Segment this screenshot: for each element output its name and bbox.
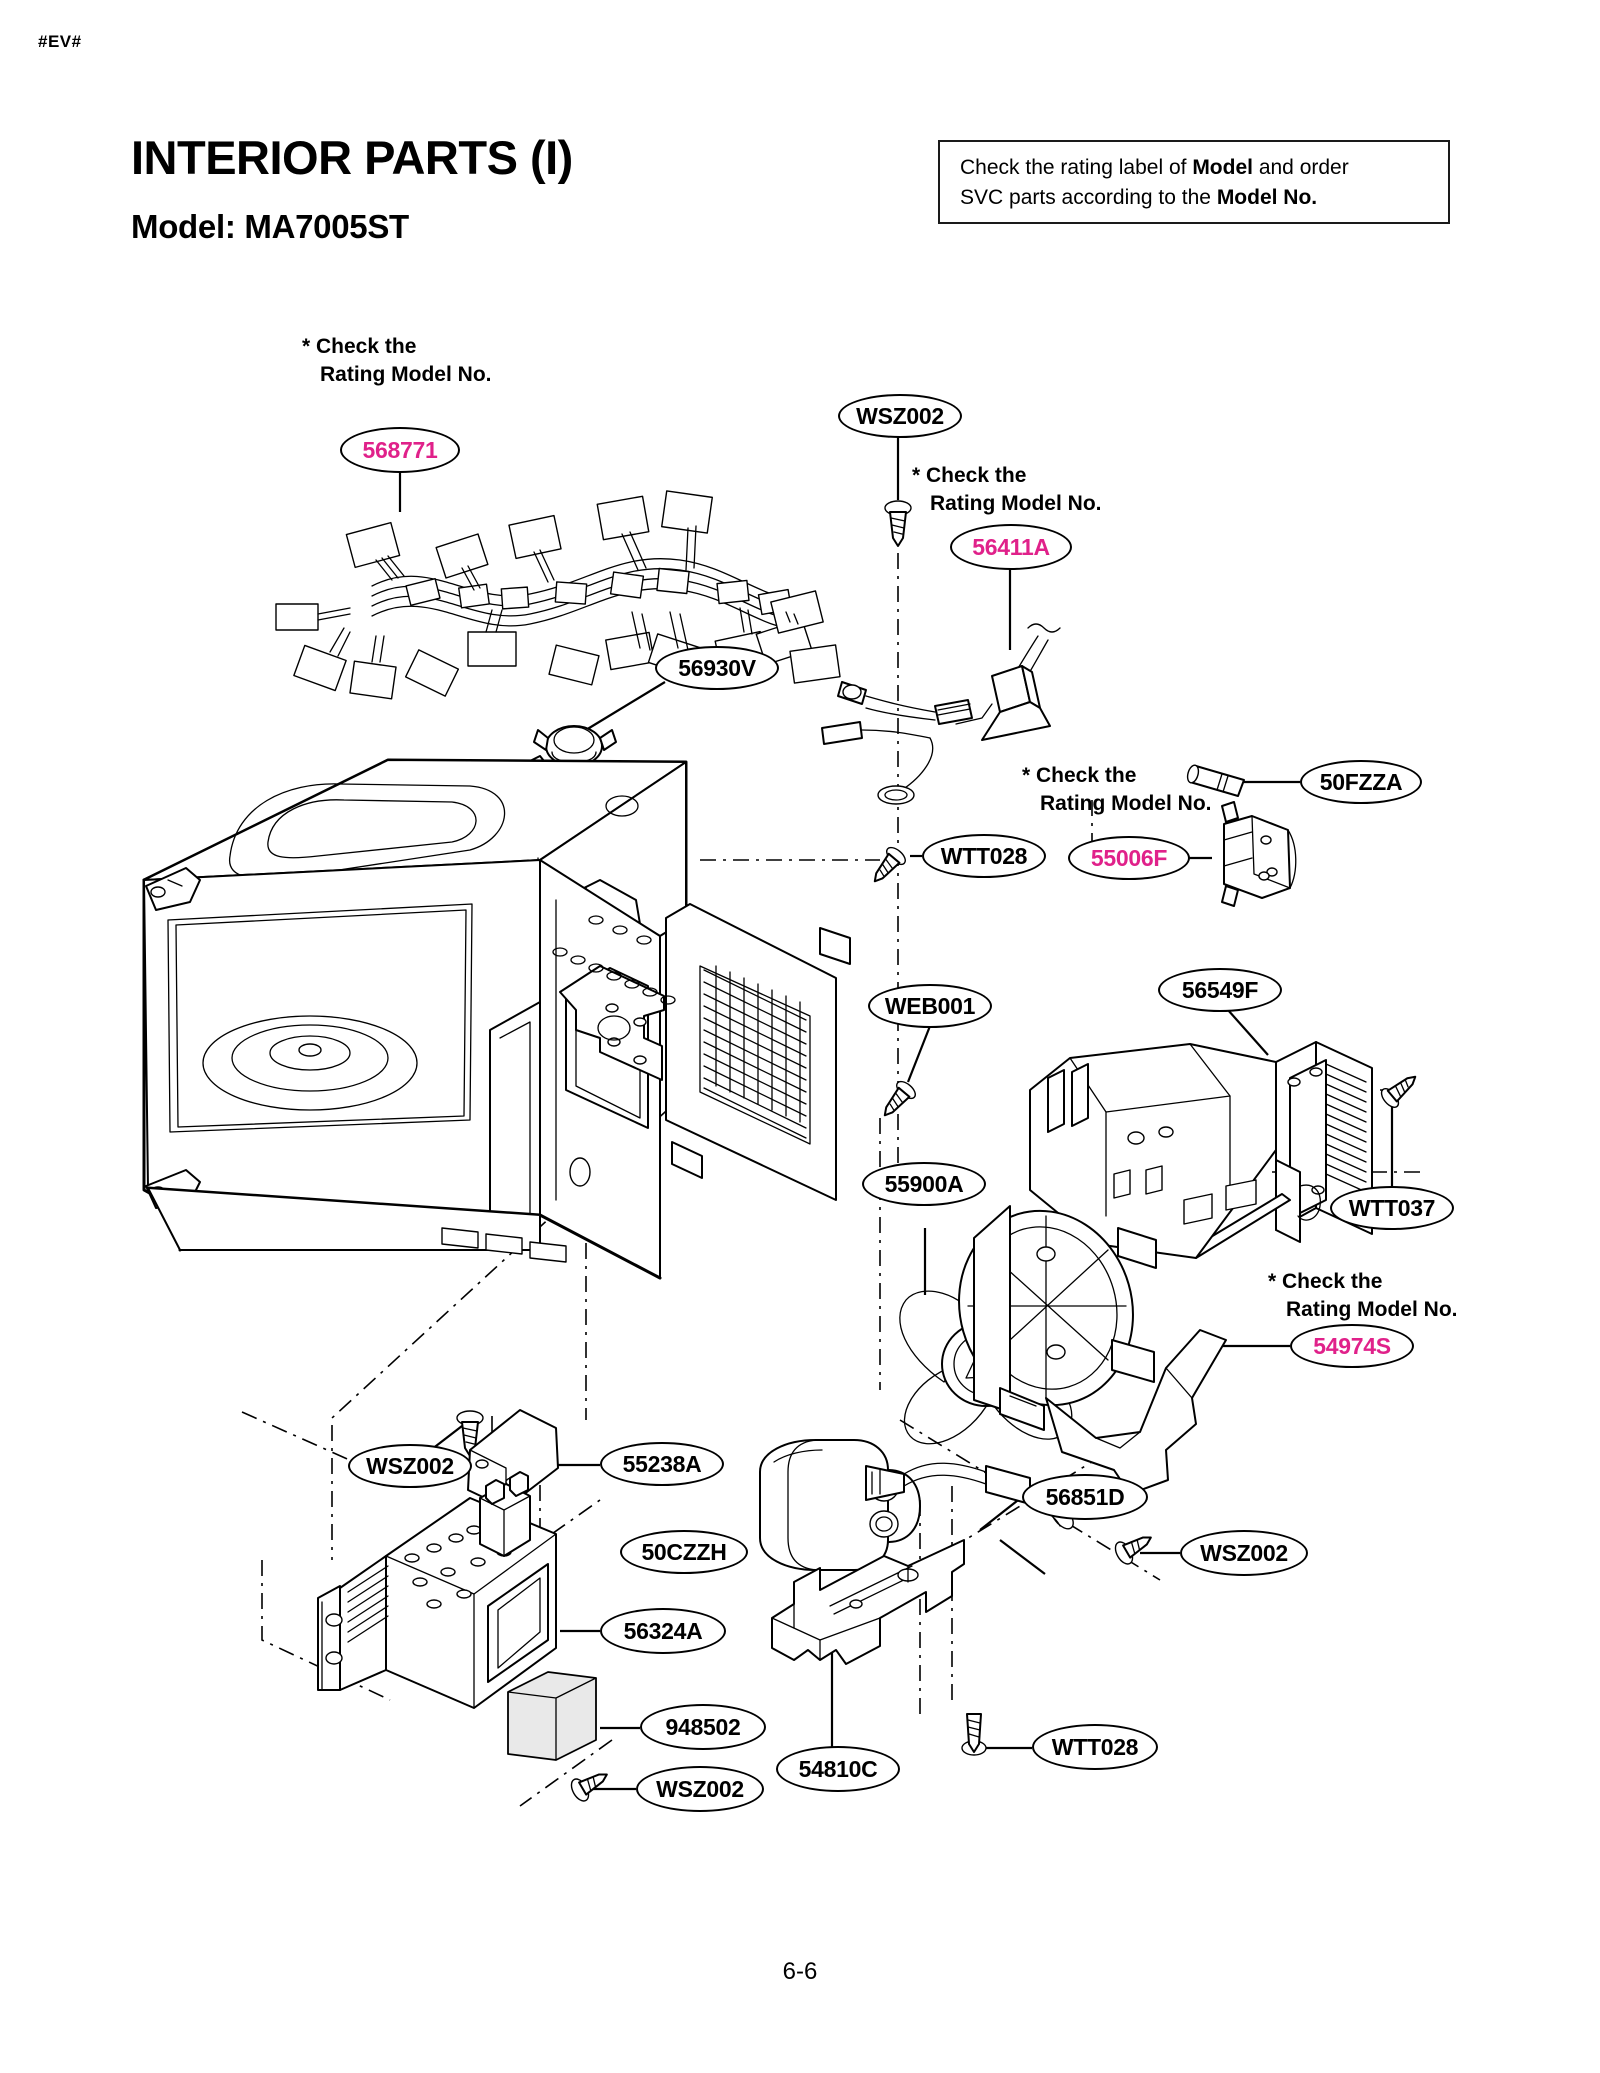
fuse-artwork <box>1186 764 1244 796</box>
callout-wtt028-upper[interactable]: WTT028 <box>922 834 1046 878</box>
note-line-2: SVC parts according to the Model No. <box>960 185 1318 209</box>
fan-guide-duct-artwork <box>936 1044 1276 1494</box>
check-note-1-line2: Rating Model No. <box>320 362 492 386</box>
callout-wsz002-noise-filter[interactable]: WSZ002 <box>1180 1530 1308 1576</box>
insulation-block-artwork <box>508 1672 596 1760</box>
callout-56549f[interactable]: 56549F <box>1158 968 1282 1012</box>
callout-568771[interactable]: 568771 <box>340 427 460 473</box>
model-line: Model: MA7005ST <box>131 208 409 245</box>
rating-label-note-box: Check the rating label of Model and orde… <box>938 140 1450 224</box>
revision-mark: #EV# <box>38 32 82 51</box>
hv-capacitor-artwork <box>760 1440 920 1570</box>
callout-50czzh[interactable]: 50CZZH <box>620 1530 748 1574</box>
callout-wtt037[interactable]: WTT037 <box>1330 1186 1454 1230</box>
leader-lines <box>400 436 1392 1789</box>
check-note-3-line1: * Check the <box>1022 764 1137 787</box>
check-note-1-line1: * Check the <box>302 335 417 358</box>
oven-cavity-artwork <box>144 760 850 1278</box>
callout-wsz002-upper[interactable]: WSZ002 <box>838 394 962 438</box>
callout-56851d[interactable]: 56851D <box>1022 1474 1148 1520</box>
callout-wsz002-magnetron-bottom[interactable]: WSZ002 <box>636 1766 764 1812</box>
screw-artworks <box>457 501 1422 1804</box>
fan-motor-artwork <box>1186 1042 1372 1258</box>
callout-54810c[interactable]: 54810C <box>776 1746 900 1792</box>
callout-54974s[interactable]: 54974S <box>1290 1324 1414 1368</box>
callout-web001[interactable]: WEB001 <box>868 984 992 1028</box>
check-note-3: * Check the Rating Model No. <box>1022 762 1212 818</box>
check-note-1: * Check the Rating Model No. <box>302 333 492 389</box>
capacitor-bracket-artwork <box>772 1540 964 1664</box>
page-title: INTERIOR PARTS (I) <box>131 131 573 184</box>
callout-56411a[interactable]: 56411A <box>950 524 1072 570</box>
check-note-2-line1: * Check the <box>912 464 1027 487</box>
callout-56930v[interactable]: 56930V <box>655 646 779 690</box>
check-note-4-line1: * Check the <box>1268 1270 1383 1293</box>
check-note-4: * Check the Rating Model No. <box>1268 1268 1458 1324</box>
callout-wtt028-bottom[interactable]: WTT028 <box>1032 1724 1158 1770</box>
fuse-holder-artwork <box>1222 802 1296 906</box>
callout-50fzza[interactable]: 50FZZA <box>1300 760 1422 804</box>
check-note-2: * Check the Rating Model No. <box>912 462 1102 518</box>
callout-948502[interactable]: 948502 <box>640 1704 766 1750</box>
check-note-2-line2: Rating Model No. <box>930 491 1102 515</box>
page-number: 6-6 <box>782 1958 818 1985</box>
callout-55006f[interactable]: 55006F <box>1068 836 1190 880</box>
callout-wsz002-magnetron-top[interactable]: WSZ002 <box>348 1444 472 1488</box>
note-line-1: Check the rating label of Model and orde… <box>960 156 1349 179</box>
magnetron-artwork <box>318 1472 556 1708</box>
lead-wire-assembly-artwork <box>822 624 1060 804</box>
check-note-3-line2: Rating Model No. <box>1040 791 1212 815</box>
check-note-4-line2: Rating Model No. <box>1286 1297 1458 1321</box>
callout-55238a[interactable]: 55238A <box>600 1442 724 1486</box>
callout-55900a[interactable]: 55900A <box>862 1162 986 1206</box>
callout-56324a[interactable]: 56324A <box>600 1608 726 1654</box>
